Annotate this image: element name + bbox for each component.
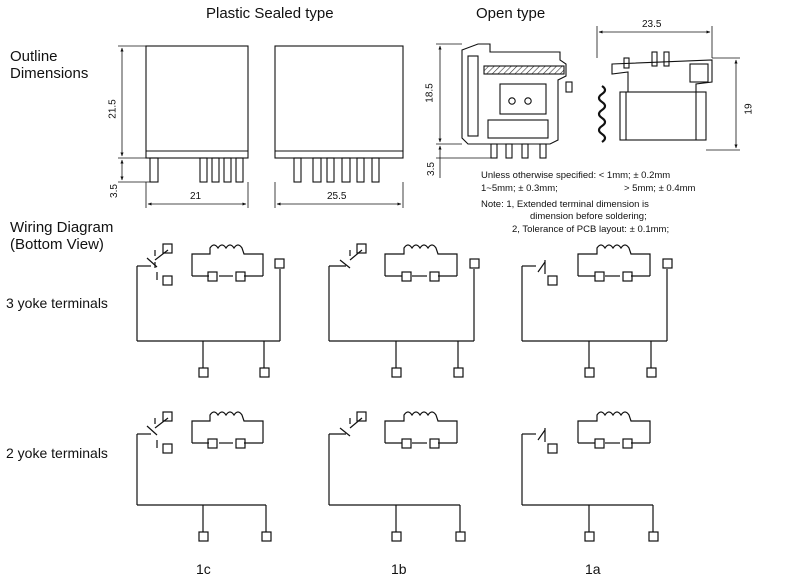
open-relay-dimension-lines [436,43,491,178]
wiring-3yoke-1a [521,244,673,378]
note-line5: 2, Tolerance of PCB layout: ± 0.1mm; [512,224,670,235]
open-type-header: Open type [476,5,546,22]
dim-sealed-width-b: 25.5 [327,191,347,202]
note-line1: Unless otherwise specified: < 1mm; ± 0.2… [481,170,671,181]
dim-sealed-height: 21.5 [107,99,119,119]
dim-open-pin: 3.5 [425,162,437,176]
sealed-relay-b-dimension-lines [274,182,404,208]
wiring-2yoke-1b [328,411,466,542]
plastic-sealed-header: Plastic Sealed type [206,5,334,22]
dim-sealed-pin: 3.5 [108,184,120,198]
wiring-2yoke-1a [521,411,659,542]
sealed-relay-side-view [274,45,404,183]
wiring-label: Wiring Diagram (Bottom View) [10,219,113,253]
column-label-1b: 1b [391,561,407,577]
row-label-3-yoke: 3 yoke terminals [6,295,108,311]
sealed-relay-dimension-lines [118,45,249,208]
note-line2a: 1~5mm; ± 0.3mm; [481,183,558,194]
row-label-2-yoke: 2 yoke terminals [6,445,108,461]
wiring-label-line1: Wiring Diagram [10,219,114,236]
sealed-relay-front-view [145,45,249,183]
column-label-1a: 1a [585,561,601,577]
open-relay-b-dimension-lines [596,26,740,151]
open-relay-front-view [461,43,573,159]
note-line3: Note: 1, Extended terminal dimension is [481,199,649,210]
outline-label-line2: Dimensions [10,65,89,82]
wiring-2yoke-1c [136,411,272,542]
dim-open-height-right: 19 [743,103,755,115]
dim-sealed-width-a: 21 [190,191,202,202]
outline-label: Outline Dimensions [10,48,88,82]
dim-open-width: 23.5 [642,19,662,30]
outline-label-line1: Outline [10,48,58,65]
dim-open-height: 18.5 [424,83,436,103]
open-relay-side-view [597,51,713,143]
wiring-3yoke-1b [328,243,480,378]
note-line4: dimension before soldering; [530,211,647,222]
wiring-3yoke-1c [136,243,285,378]
column-label-1c: 1c [196,561,211,577]
note-line2b: > 5mm; ± 0.4mm [624,183,696,194]
wiring-label-line2: (Bottom View) [10,236,104,253]
